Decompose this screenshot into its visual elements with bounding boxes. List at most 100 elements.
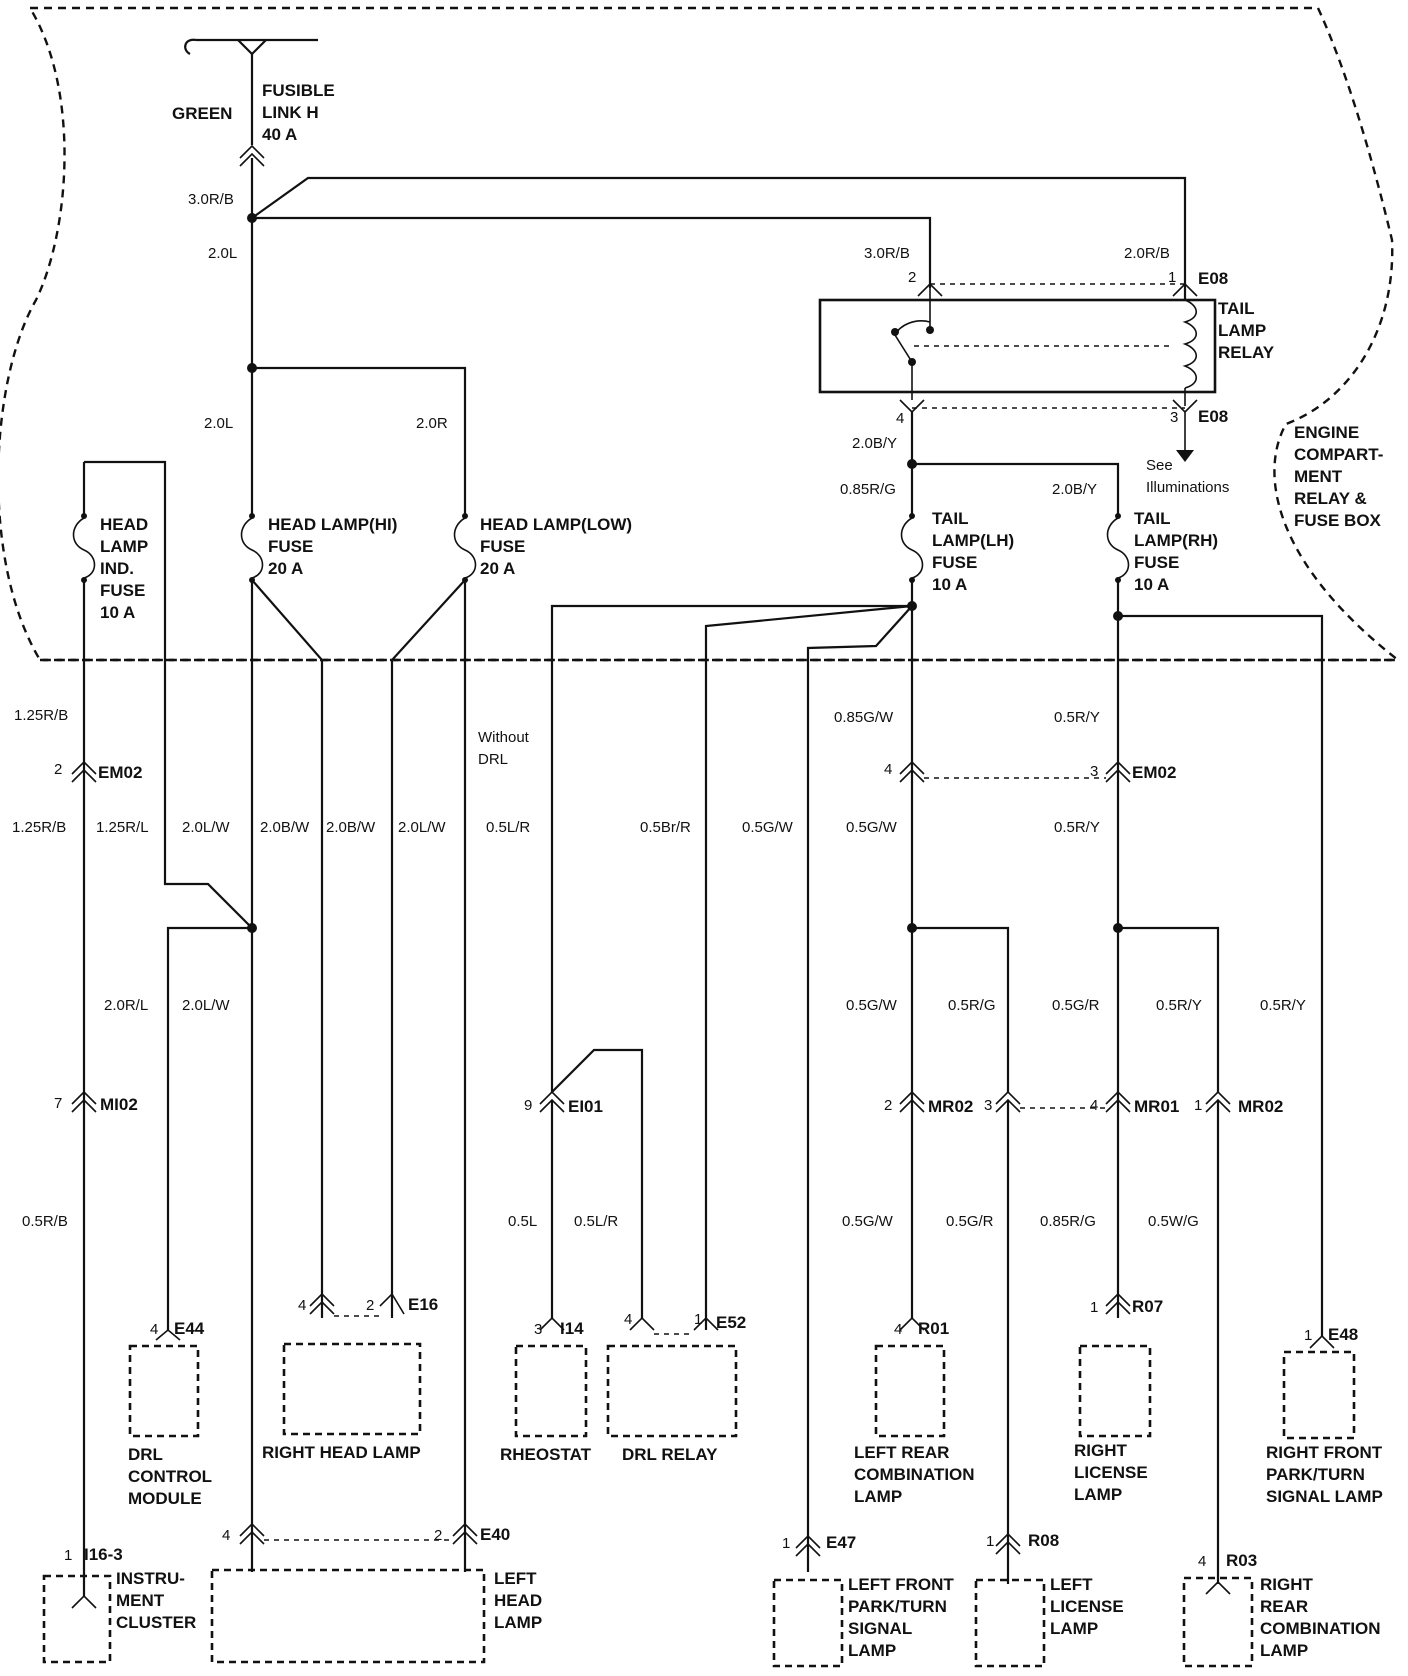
- mr02-label-left: MR02: [928, 1097, 973, 1116]
- splice-low-side: [247, 923, 257, 933]
- e44-pin: 4: [150, 1321, 158, 1338]
- wire-label-w30: 0.5R/Y: [1260, 997, 1306, 1014]
- see-note-2: Illuminations: [1146, 479, 1229, 496]
- head-lamp-hi-fuse: [240, 513, 324, 1572]
- wire-label-w37: 0.5W/G: [1148, 1213, 1199, 1230]
- right-rear-1: RIGHT: [1260, 1575, 1314, 1594]
- drl-module-1: DRL: [128, 1445, 163, 1464]
- fuse-tail-lh-2: LAMP(LH): [932, 531, 1014, 550]
- splice-top: [247, 213, 257, 223]
- wire-head-branch: [252, 366, 467, 514]
- relay-pin-4: 4: [896, 410, 904, 427]
- left-head-3: LAMP: [494, 1613, 542, 1632]
- fuse-box-label-2: COMPART-: [1294, 445, 1383, 464]
- fusible-link-h: [184, 38, 318, 167]
- mr01-label: MR01: [1134, 1097, 1179, 1116]
- fuse-tail-lh-1: TAIL: [932, 509, 969, 528]
- ei01-label: EI01: [568, 1097, 603, 1116]
- e52-label: E52: [716, 1313, 746, 1332]
- wire-label-w15: 2.0B/W: [326, 819, 376, 836]
- e44-label: E44: [174, 1319, 205, 1338]
- splice-rh-rear: [1113, 923, 1123, 933]
- left-front-3: SIGNAL: [848, 1619, 912, 1638]
- tail-lamp-rh-fuse: [1106, 513, 1324, 1336]
- tail-lamp-lh-fuse: [550, 513, 924, 1572]
- drl-relay-label: DRL RELAY: [622, 1445, 718, 1464]
- instrument-3: CLUSTER: [116, 1613, 196, 1632]
- fusible-link-rating: 40 A: [262, 125, 297, 144]
- wire-label-w1: 3.0R/B: [188, 191, 234, 208]
- i16-pin: 1: [64, 1547, 72, 1564]
- fuse-box-label-3: MENT: [1294, 467, 1343, 486]
- drl-module-2: CONTROL: [128, 1467, 212, 1486]
- wire-label-w2: 2.0L: [208, 245, 237, 262]
- relay-pin-2: 2: [908, 269, 916, 286]
- i14-pin: 3: [534, 1321, 542, 1338]
- e16-pin-2: 2: [366, 1297, 374, 1314]
- r08-label: R08: [1028, 1531, 1059, 1550]
- e48-label: E48: [1328, 1325, 1358, 1344]
- relay-name-1: TAIL: [1218, 299, 1255, 318]
- right-rear-combination-lamp: [1182, 1576, 1254, 1668]
- e47-pin: 1: [782, 1535, 790, 1552]
- instrument-cluster: [42, 1574, 112, 1664]
- wire-label-w23: 0.5R/Y: [1054, 709, 1100, 726]
- fuse-low-3: 20 A: [480, 559, 515, 578]
- left-head-2: HEAD: [494, 1591, 542, 1610]
- mi02-pin: 7: [54, 1095, 62, 1112]
- wire-label-w20: 0.5G/W: [846, 819, 898, 836]
- wire-label-w22: 0.85G/W: [834, 709, 894, 726]
- e40-label: E40: [480, 1525, 510, 1544]
- left-rear-1: LEFT REAR: [854, 1443, 949, 1462]
- e40-pin-4: 4: [222, 1527, 230, 1544]
- wire-label-w5: 2.0L: [204, 415, 233, 432]
- drl-relay: [606, 1316, 738, 1438]
- em02-connectors: [71, 760, 1131, 783]
- em02-pin-2: 2: [54, 761, 62, 778]
- tail-lamp-relay: [818, 282, 1217, 462]
- wire-label-w29: 0.5R/Y: [1156, 997, 1202, 1014]
- fuse-ind-2: LAMP: [100, 537, 148, 556]
- right-head-lamp-label: RIGHT HEAD LAMP: [262, 1443, 421, 1462]
- wire-label-w25: 2.0L/W: [182, 997, 230, 1014]
- fuse-box-label-5: FUSE BOX: [1294, 511, 1382, 530]
- wire-label-w35: 0.5G/R: [946, 1213, 994, 1230]
- e40-pin-2: 2: [434, 1527, 442, 1544]
- splice-lh-rear: [907, 923, 917, 933]
- fuse-ind-3: IND.: [100, 559, 134, 578]
- wire-label-w18: 0.5Br/R: [640, 819, 691, 836]
- right-head-lamp: [282, 1292, 422, 1436]
- instrument-1: INSTRU-: [116, 1569, 185, 1588]
- instrument-2: MENT: [116, 1591, 165, 1610]
- fuse-ind-1: HEAD: [100, 515, 148, 534]
- wire-label-w24: 2.0R/L: [104, 997, 148, 1014]
- r01-pin: 4: [894, 1321, 902, 1338]
- fuse-tail-rh-1: TAIL: [1134, 509, 1171, 528]
- left-front-4: LAMP: [848, 1641, 896, 1660]
- mi02-label: MI02: [100, 1095, 138, 1114]
- em02-label-left: EM02: [98, 763, 142, 782]
- r07-pin: 1: [1090, 1299, 1098, 1316]
- wire-label-w14: 2.0B/W: [260, 819, 310, 836]
- wire-label-w9: 2.0B/Y: [1052, 481, 1097, 498]
- i16-label: I16-3: [84, 1545, 123, 1564]
- wire-label-w4: 2.0R/B: [1124, 245, 1170, 262]
- fusible-link-name-2: LINK H: [262, 103, 319, 122]
- fuse-ind-5: 10 A: [100, 603, 135, 622]
- mr02b-pin: 1: [1194, 1097, 1202, 1114]
- right-rear-3: COMBINATION: [1260, 1619, 1381, 1638]
- right-front-park-turn-lamp: [1282, 1334, 1356, 1440]
- right-rear-4: LAMP: [1260, 1641, 1308, 1660]
- left-license-1: LEFT: [1050, 1575, 1093, 1594]
- wire-label-w28: 0.5G/R: [1052, 997, 1100, 1014]
- wire-drl-module-feed: [166, 926, 252, 1330]
- left-front-park-turn-lamp: [772, 1534, 844, 1668]
- fuse-hi-3: 20 A: [268, 559, 303, 578]
- fusible-link-color: GREEN: [172, 104, 232, 123]
- wire-label-w21: 0.5R/Y: [1054, 819, 1100, 836]
- wire-label-w11: 1.25R/B: [12, 819, 66, 836]
- left-head-1: LEFT: [494, 1569, 537, 1588]
- mr02-pin-2: 2: [884, 1097, 892, 1114]
- wire-label-w26: 0.5G/W: [846, 997, 898, 1014]
- wire-label-w16: 2.0L/W: [398, 819, 446, 836]
